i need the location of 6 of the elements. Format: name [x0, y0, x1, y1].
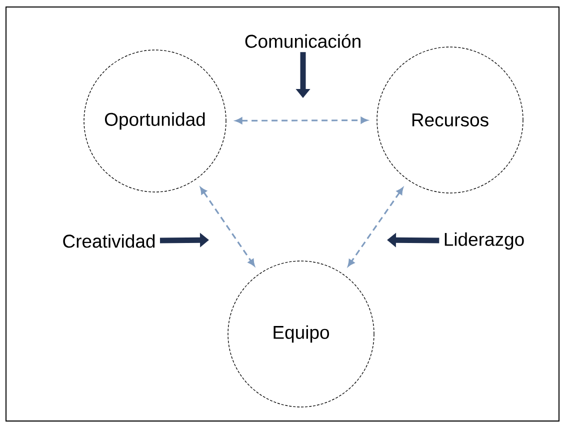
label-text: Creatividad	[63, 234, 155, 248]
arrow	[235, 117, 368, 124]
label-text: Comunicación	[245, 34, 360, 48]
label-text: Liderazgo	[444, 232, 524, 250]
arrow	[348, 187, 404, 267]
arrow	[200, 187, 255, 266]
